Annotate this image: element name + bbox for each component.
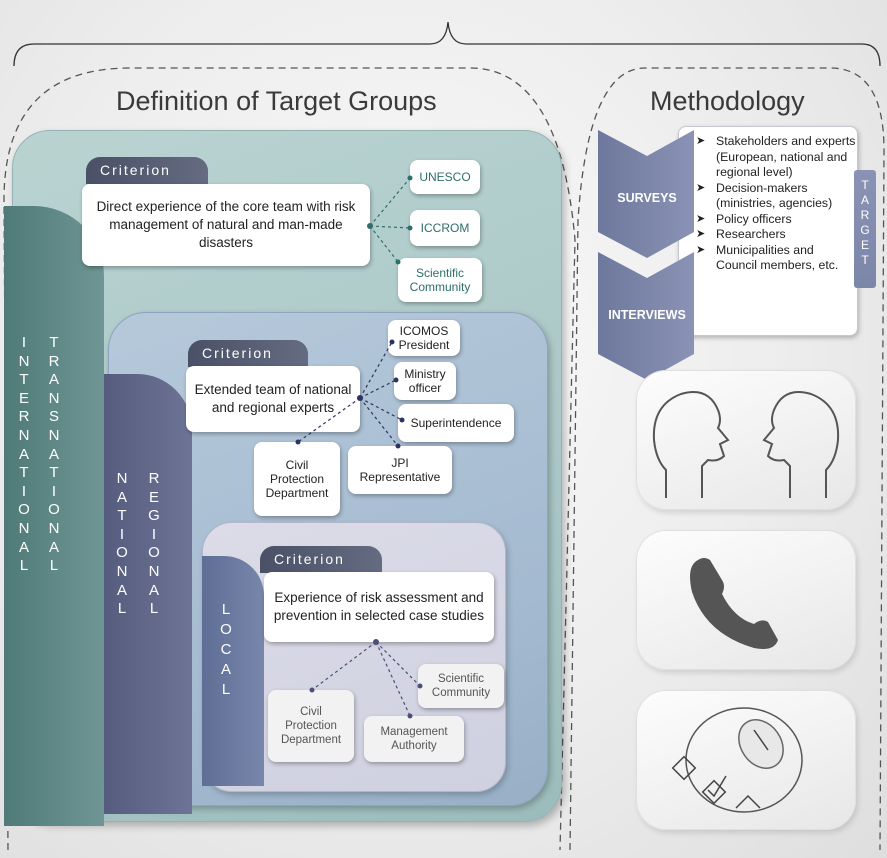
node-civil-protection-local: Civil Protection Department	[268, 690, 354, 762]
national-criterion-box: Extended team of national and regional e…	[186, 366, 360, 432]
node-scientific-community-local: Scientific Community	[418, 664, 504, 708]
international-criterion-tab: Criterion	[86, 157, 208, 184]
node-unesco: UNESCO	[410, 160, 480, 194]
target-list-card	[678, 126, 858, 336]
top-brace	[13, 21, 881, 67]
target-list: ➤Stakeholders and experts (European, nat…	[694, 134, 856, 274]
online-survey-icon	[636, 690, 856, 830]
node-jpi-representative: JPI Representative	[348, 446, 452, 494]
node-civil-protection-national: Civil Protection Department	[254, 442, 340, 516]
international-criterion-box: Direct experience of the core team with …	[82, 184, 370, 266]
node-ministry-officer: Ministry officer	[394, 362, 456, 400]
national-bar	[104, 374, 192, 814]
node-icomos-president: ICOMOS President	[388, 320, 460, 356]
definition-title: Definition of Target Groups	[116, 86, 437, 116]
national-criterion-tab: Criterion	[188, 340, 308, 367]
target-item: ➤Decision-makers (ministries, agencies)	[696, 180, 833, 211]
phone-icon	[636, 530, 856, 670]
node-management-authority: Management Authority	[364, 716, 464, 762]
local-criterion-tab: Criterion	[260, 546, 382, 573]
international-bar	[4, 206, 104, 826]
node-iccrom: ICCROM	[410, 210, 480, 246]
target-item: ➤Stakeholders and experts (European, nat…	[696, 134, 856, 179]
surveys-label: SURVEYS	[617, 191, 677, 205]
node-superintendence: Superintendence	[398, 404, 514, 442]
local-bar	[202, 556, 264, 786]
interviews-label: INTERVIEWS	[608, 308, 686, 322]
methodology-title: Methodology	[650, 86, 805, 116]
node-scientific-community-intl: Scientific Community	[398, 258, 482, 302]
target-item: ➤Researchers	[696, 227, 786, 241]
target-item: ➤Policy officers	[696, 211, 792, 226]
face-to-face-icon	[636, 370, 856, 510]
local-criterion-box: Experience of risk assessment and preven…	[264, 572, 494, 642]
target-item: ➤Municipalities and Council members, etc…	[696, 242, 839, 273]
